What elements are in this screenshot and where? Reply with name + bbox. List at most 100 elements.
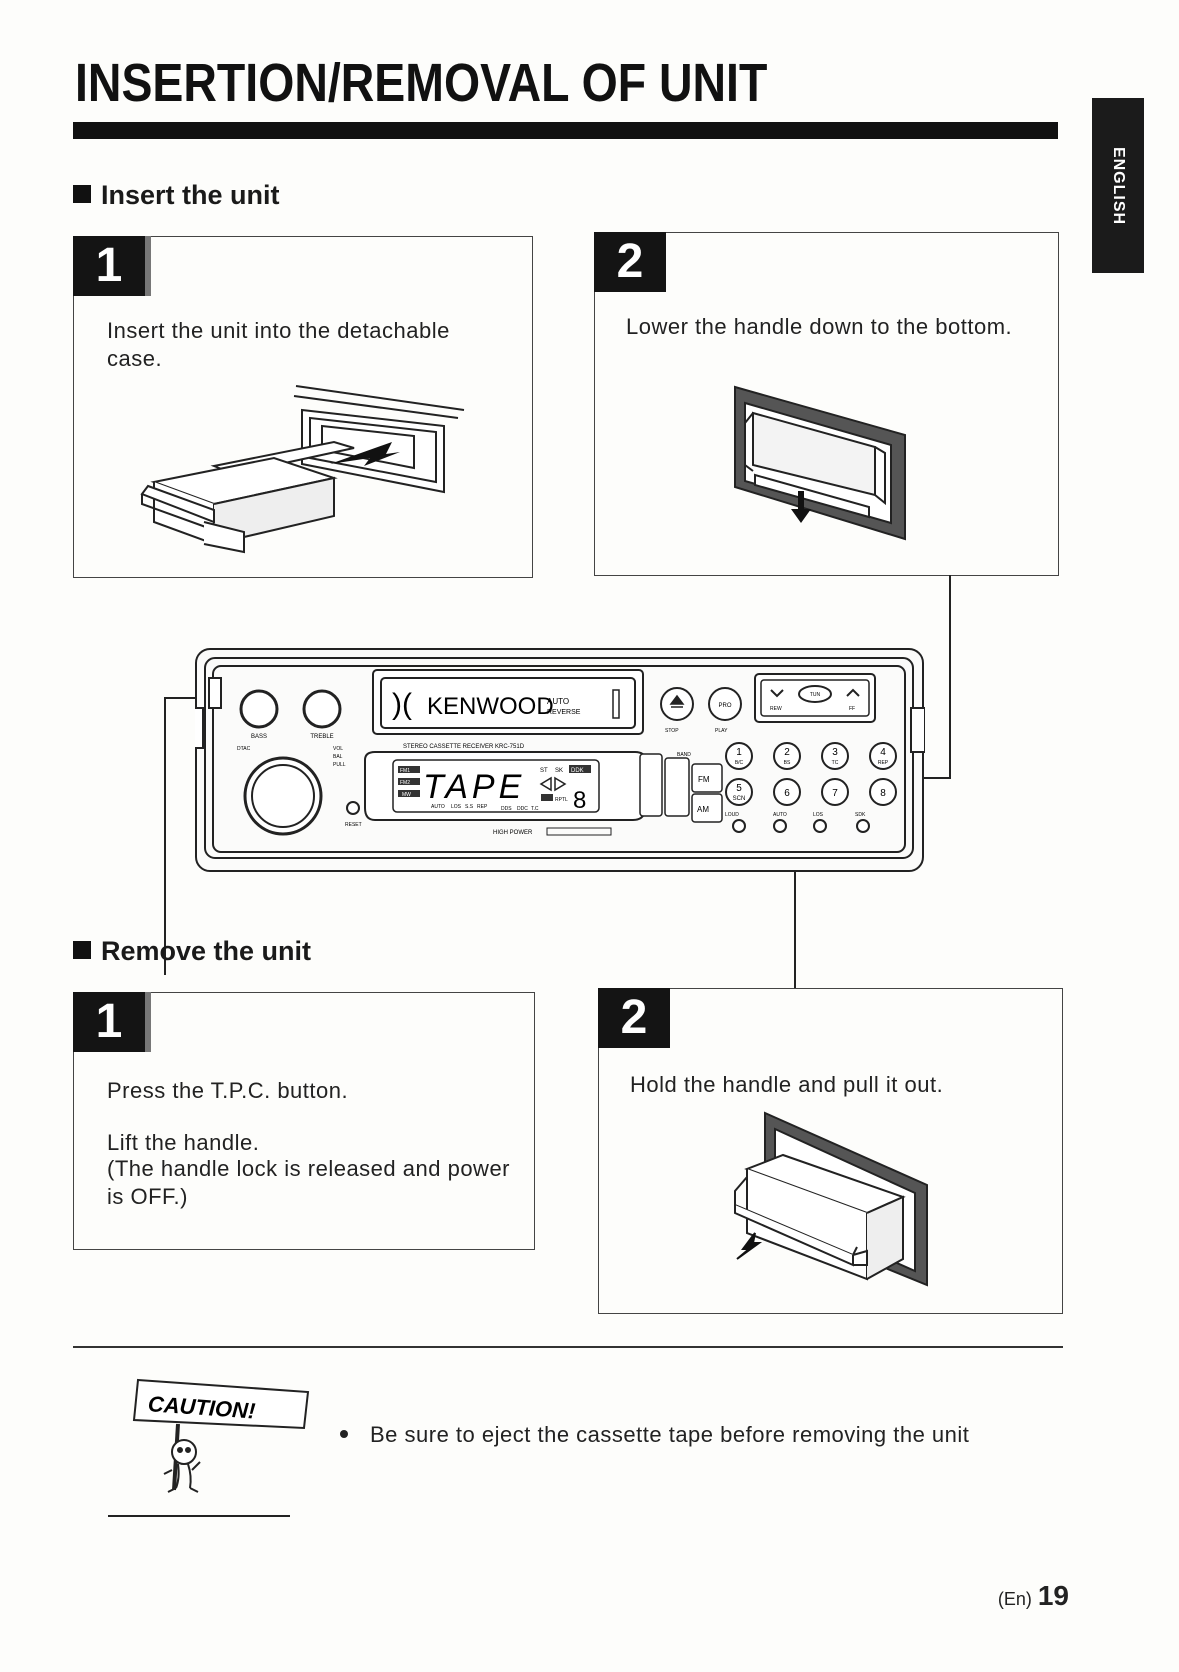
- fm2-badge: FM2: [400, 780, 410, 786]
- insert-step-1: 1 Insert the unit into the detachable ca…: [73, 236, 533, 578]
- preset-sublabel: SCN: [733, 796, 746, 802]
- vol-label: VOL: [333, 746, 343, 752]
- step-text-line3: (The handle lock is released and power i…: [107, 1156, 511, 1209]
- los-button[interactable]: [813, 819, 827, 833]
- tpc-button[interactable]: [208, 677, 222, 709]
- preset-4-button[interactable]: [869, 742, 897, 770]
- rptl-badge: RPTL: [555, 797, 568, 803]
- page-number: 19: [1037, 1580, 1069, 1611]
- ff-icon[interactable]: [846, 688, 860, 697]
- tun-label: TUN: [810, 692, 821, 698]
- preset-number: 7: [832, 788, 838, 799]
- door-bracket-icon: )(: [392, 688, 412, 721]
- heading-bullet-icon: [73, 185, 91, 203]
- dds-badge: DDS: [501, 806, 512, 812]
- rew-icon[interactable]: [770, 689, 784, 698]
- preset-8-button[interactable]: [869, 778, 897, 806]
- preset-number: 4: [880, 747, 886, 758]
- auto-button-label: AUTO: [773, 812, 787, 818]
- ddc-badge: DDC: [517, 806, 528, 812]
- rew-label: REW: [770, 706, 782, 712]
- page-title: INSERTION/REMOVAL OF UNIT: [75, 53, 768, 113]
- preset-sublabel: TC: [832, 760, 839, 766]
- auto-badge: AUTO: [431, 804, 445, 810]
- preset-sublabel: B/C: [735, 760, 744, 766]
- mw-badge: MW: [402, 792, 411, 798]
- preset-1-button[interactable]: [725, 742, 753, 770]
- treble-knob[interactable]: [302, 689, 342, 729]
- preset-7-button[interactable]: [821, 778, 849, 806]
- title-rule: [73, 122, 1058, 139]
- sdk-button[interactable]: [856, 819, 870, 833]
- insert-arrow-icon: [330, 442, 400, 466]
- preset-sublabel: REP: [878, 760, 889, 766]
- volume-knob[interactable]: [243, 756, 323, 836]
- stop-label: STOP: [665, 728, 679, 734]
- preset-number: 8: [880, 788, 886, 799]
- preset-3-button[interactable]: [821, 742, 849, 770]
- auto-label: AUTO: [547, 697, 569, 706]
- fm-button[interactable]: [691, 763, 723, 793]
- down-arrow-icon: [791, 491, 811, 523]
- preset-5-button[interactable]: [725, 778, 753, 806]
- fm1-badge: FM1: [400, 768, 410, 774]
- footer-language: (En): [997, 1589, 1032, 1609]
- am-label: AM: [697, 805, 709, 814]
- pull-arrow-icon: [736, 1232, 763, 1260]
- caution-mascot-illustration: CAUTION!: [108, 1378, 310, 1517]
- dtac-label: DTAC: [237, 746, 251, 752]
- preset-buttons: 1 B/C 2 BS 3 TC 4 REP 5 SCN 6 7 8: [725, 742, 897, 806]
- bottom-rule: [73, 1346, 1063, 1348]
- bullet-icon: [340, 1430, 348, 1438]
- step-text: Lower the handle down to the bottom.: [626, 314, 1013, 339]
- insert-into-case-illustration: [140, 385, 465, 554]
- loud-label: LOUD: [725, 812, 739, 818]
- insert-step-2: 2 Lower the handle down to the bottom.: [594, 232, 1059, 576]
- car-stereo-front-panel: BASS TREBLE DTAC VOL BAL PULL RESET )( K…: [195, 648, 925, 872]
- preset-sublabel: BS: [784, 760, 791, 766]
- am-button[interactable]: [691, 793, 723, 823]
- tape-direction-icon: [539, 776, 567, 792]
- ss-badge: S.S: [465, 804, 474, 810]
- auto-button[interactable]: [773, 819, 787, 833]
- remove-step-2: 2 Hold the handle and pull it out.: [598, 988, 1063, 1314]
- page-footer: (En)19: [998, 1580, 1069, 1612]
- preset-6-button[interactable]: [773, 778, 801, 806]
- bal-label: BAL: [333, 754, 343, 760]
- step-text-line1: Press the T.P.C. button.: [107, 1078, 349, 1103]
- model-line: STEREO CASSETTE RECEIVER KRC-751D: [403, 744, 525, 750]
- reset-label: RESET: [345, 822, 362, 828]
- pull-label: PULL: [333, 762, 346, 768]
- band-label: BAND: [677, 752, 691, 758]
- remove-step-1: 1 Press the T.P.C. button. Lift the hand…: [73, 992, 535, 1250]
- lower-handle-illustration: [734, 385, 906, 541]
- heading-bullet-icon: [73, 941, 91, 959]
- step-text: Insert the unit into the detachable case…: [107, 318, 450, 371]
- preset-number: 1: [736, 747, 742, 758]
- language-tab: ENGLISH: [1092, 98, 1144, 273]
- preset-number: 5: [736, 783, 742, 794]
- play-label: PLAY: [715, 728, 728, 734]
- step-number: 2: [594, 232, 666, 292]
- ddk-badge: DDK: [571, 768, 584, 774]
- los-badge: LOS: [451, 804, 462, 810]
- pro-button[interactable]: [708, 687, 742, 721]
- tun-button[interactable]: [798, 685, 832, 703]
- caution-note: Be sure to eject the cassette tape befor…: [340, 1422, 969, 1448]
- los-button-label: LOS: [813, 812, 824, 818]
- ff-label: FF: [849, 706, 855, 712]
- treble-label: TREBLE: [310, 734, 333, 740]
- tc-badge: T.C: [531, 806, 539, 812]
- display-text: TAPE: [423, 768, 525, 806]
- loud-button[interactable]: [732, 819, 746, 833]
- pull-out-unit-illustration: [734, 1111, 928, 1287]
- step-number: 2: [598, 988, 670, 1048]
- bass-label: BASS: [251, 734, 267, 740]
- preset-2-button[interactable]: [773, 742, 801, 770]
- remove-heading: Remove the unit: [73, 936, 311, 967]
- preset-number: 3: [832, 747, 838, 758]
- reset-button[interactable]: [346, 801, 360, 815]
- insert-heading: Insert the unit: [73, 180, 280, 211]
- bass-knob[interactable]: [239, 689, 279, 729]
- step-number: 1: [73, 992, 151, 1052]
